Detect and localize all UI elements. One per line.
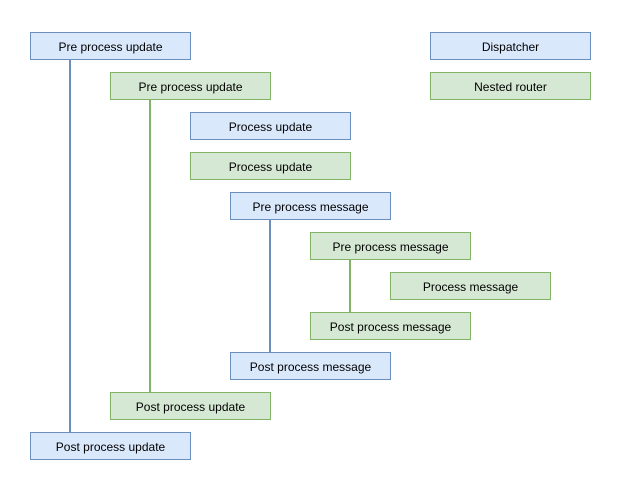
node-pre-process-message-dispatcher: Pre process message — [230, 192, 391, 220]
node-label-nested-router-legend: Nested router — [474, 79, 547, 94]
node-dispatcher-legend: Dispatcher — [430, 32, 591, 60]
node-label-pre-process-message-dispatcher: Pre process message — [252, 199, 369, 214]
node-label-post-process-update-dispatcher: Post process update — [55, 439, 166, 454]
node-nested-router-legend: Nested router — [430, 72, 591, 100]
node-process-message-nested: Process message — [390, 272, 551, 300]
node-label-post-process-message-nested: Post process message — [329, 319, 452, 334]
node-process-update-nested: Process update — [190, 152, 351, 180]
node-post-process-message-dispatcher: Post process message — [230, 352, 391, 380]
node-label-post-process-update-nested: Post process update — [135, 399, 246, 414]
node-post-process-message-nested: Post process message — [310, 312, 471, 340]
connector-link-message-nested — [349, 260, 351, 312]
node-label-post-process-message-dispatcher: Post process message — [249, 359, 372, 374]
node-label-process-update-dispatcher: Process update — [228, 119, 313, 134]
connector-link-message-dispatcher — [269, 220, 271, 352]
node-post-process-update-dispatcher: Post process update — [30, 432, 191, 460]
node-label-process-update-nested: Process update — [228, 159, 313, 174]
node-label-dispatcher-legend: Dispatcher — [481, 39, 540, 54]
node-pre-process-update-nested: Pre process update — [110, 72, 271, 100]
node-label-pre-process-update-nested: Pre process update — [138, 79, 243, 94]
connector-link-update-dispatcher — [69, 60, 71, 432]
node-label-process-message-nested: Process message — [422, 279, 519, 294]
connector-link-update-nested — [149, 100, 151, 392]
node-label-pre-process-message-nested: Pre process message — [332, 239, 449, 254]
node-pre-process-message-nested: Pre process message — [310, 232, 471, 260]
node-process-update-dispatcher: Process update — [190, 112, 351, 140]
node-label-pre-process-update-dispatcher: Pre process update — [58, 39, 163, 54]
node-pre-process-update-dispatcher: Pre process update — [30, 32, 191, 60]
node-post-process-update-nested: Post process update — [110, 392, 271, 420]
